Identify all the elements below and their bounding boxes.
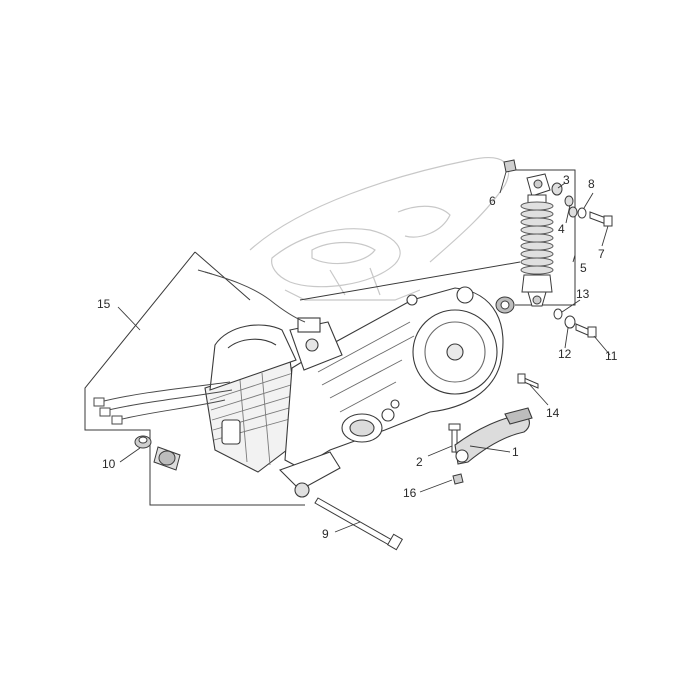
leader-lines <box>117 171 611 533</box>
callout-11: 11 <box>605 349 618 363</box>
callout-6: 6 <box>489 194 496 208</box>
shock-spring <box>520 201 554 275</box>
callout-9: 9 <box>322 527 329 541</box>
rear-shock-absorber <box>520 173 554 307</box>
rear-bushing <box>495 296 515 314</box>
frame-ghost-outline <box>249 157 510 301</box>
nut-16 <box>452 473 464 485</box>
callout-12: 12 <box>558 347 572 361</box>
callout-4: 4 <box>558 222 565 236</box>
callout-1: 1 <box>512 445 519 459</box>
callout-5: 5 <box>580 261 587 275</box>
callout-16: 16 <box>403 486 417 500</box>
callout-13: 13 <box>576 287 590 301</box>
spacer-4 <box>564 195 574 207</box>
bracket-lines <box>84 169 576 506</box>
callout-15: 15 <box>97 297 111 311</box>
hardware <box>314 159 613 551</box>
kick-start-lever <box>454 407 533 465</box>
washer-8 <box>577 207 587 219</box>
washer-12 <box>564 315 576 329</box>
wiring-harness <box>93 269 306 425</box>
bushing-10 <box>134 435 181 471</box>
callout-labels: 1 2 3 4 5 6 7 8 9 10 11 12 13 14 15 16 <box>97 173 618 541</box>
callout-7: 7 <box>598 247 605 261</box>
washer-13 <box>553 308 563 320</box>
nut-6 <box>503 159 517 173</box>
callout-14: 14 <box>546 406 560 420</box>
callout-8: 8 <box>588 177 595 191</box>
engine-assembly <box>204 286 504 498</box>
callout-2: 2 <box>416 455 423 469</box>
spacer-3 <box>551 182 563 196</box>
callout-3: 3 <box>563 173 570 187</box>
callout-10: 10 <box>102 457 116 471</box>
